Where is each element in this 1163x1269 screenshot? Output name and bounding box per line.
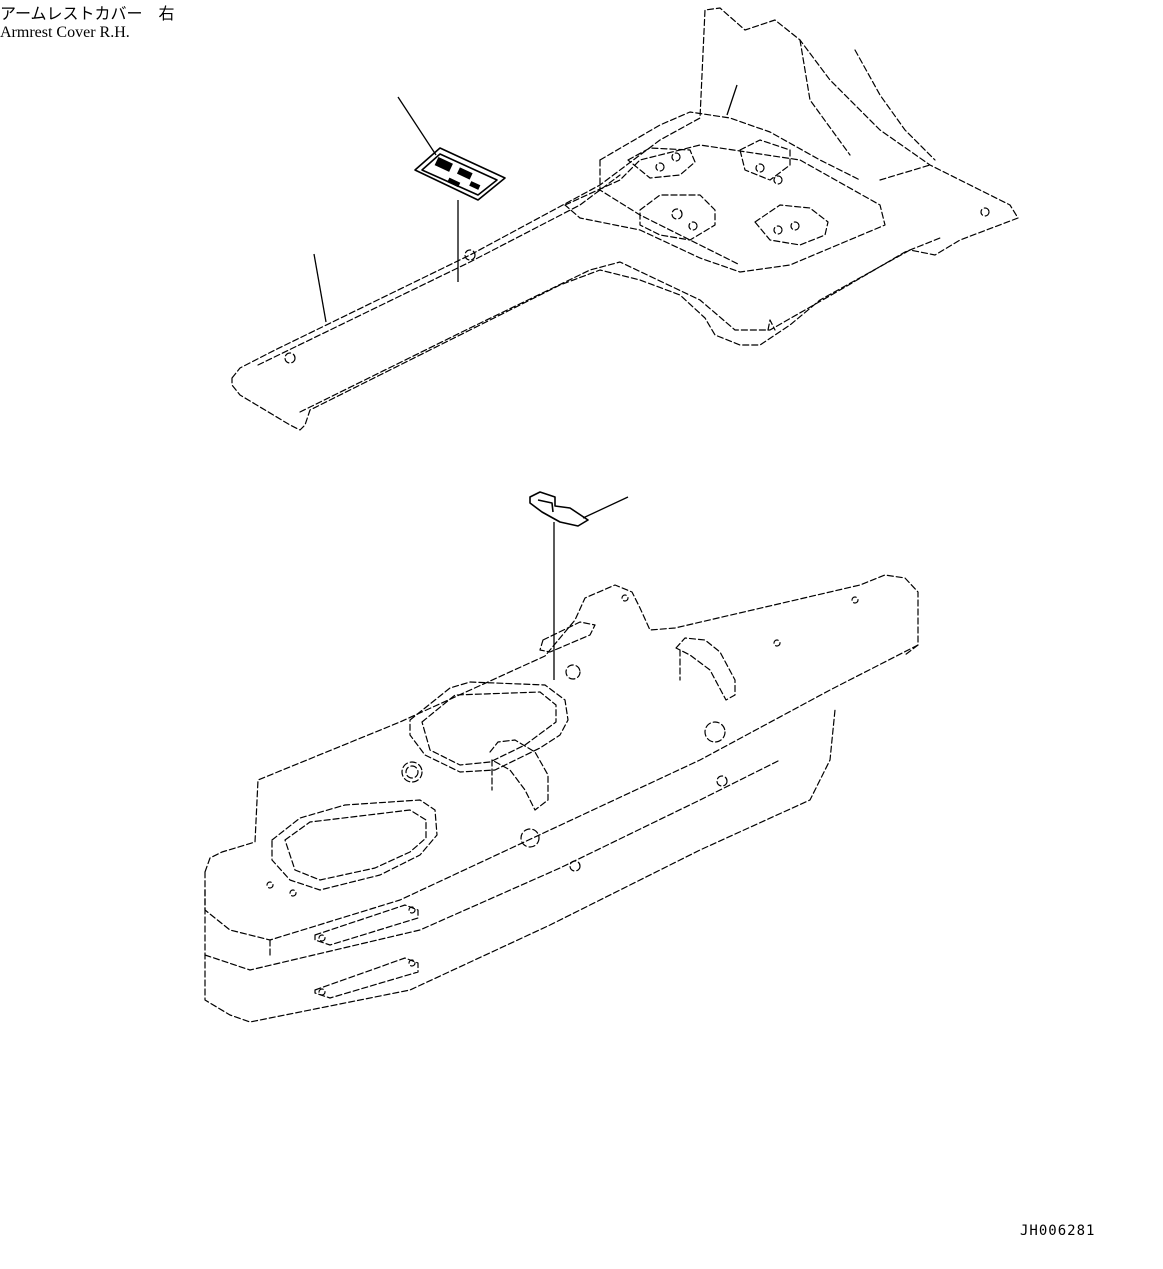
drawing-number: JH006281 bbox=[1020, 1223, 1096, 1239]
upper-cover-outline bbox=[231, 7, 1019, 431]
lower-leader-lines bbox=[553, 496, 629, 680]
caption-english: Armrest Cover R.H. bbox=[0, 24, 130, 41]
armrest-cover-outline bbox=[204, 574, 919, 1023]
caution-label-plate bbox=[414, 147, 506, 201]
caption-japanese: アームレストカバー 右 bbox=[0, 6, 175, 23]
upper-leader-lines bbox=[313, 84, 738, 323]
clip-part bbox=[529, 491, 589, 527]
